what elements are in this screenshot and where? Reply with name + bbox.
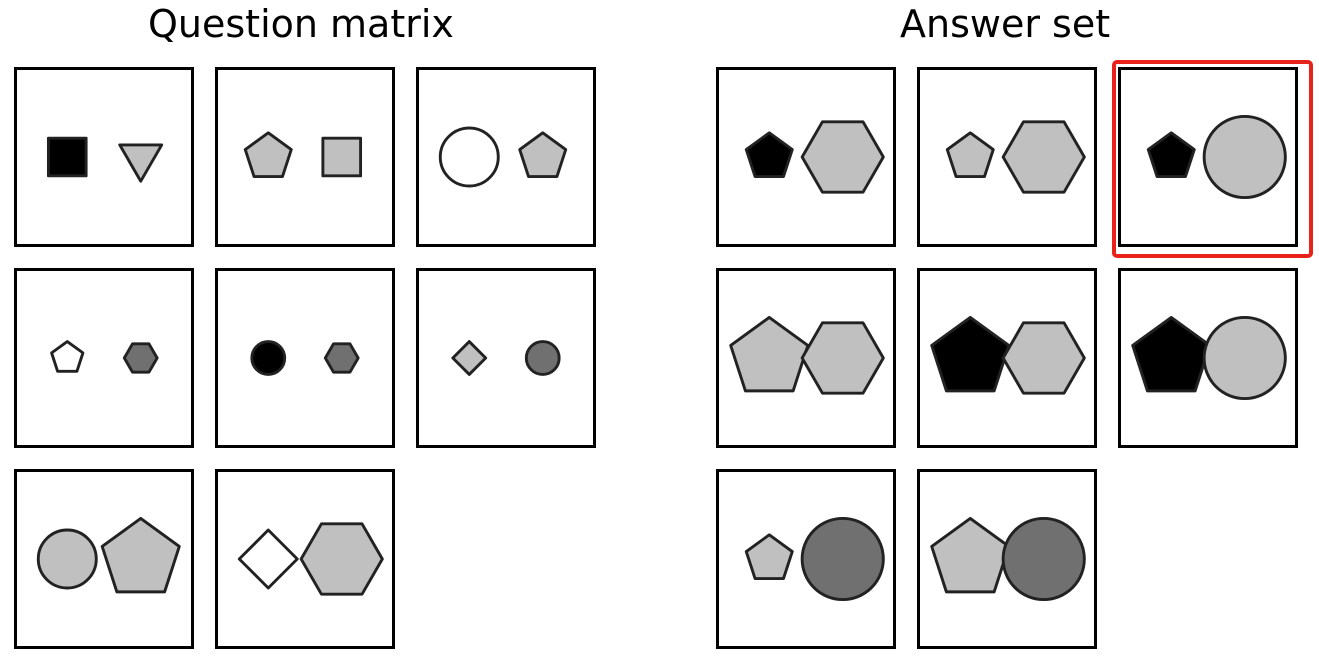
- hexagon-shape: [299, 522, 384, 596]
- question-cell-5: [215, 268, 395, 448]
- circle-shape: [250, 340, 287, 376]
- answer-option-6[interactable]: [1118, 268, 1298, 448]
- circle-shape: [1202, 315, 1287, 401]
- answer-set-title: Answer set: [900, 2, 1111, 46]
- circle-shape: [524, 340, 561, 376]
- hexagon-shape: [323, 342, 360, 374]
- pentagon-shape: [729, 315, 810, 393]
- pentagon-shape: [1146, 131, 1196, 178]
- question-cell-8: [215, 469, 395, 649]
- pentagon-shape: [930, 315, 1011, 393]
- pentagon-shape: [518, 131, 568, 178]
- selected-answer-highlight: [1112, 60, 1313, 258]
- hexagon-shape: [122, 342, 159, 374]
- pentagon-shape: [744, 533, 794, 580]
- hexagon-shape: [800, 120, 885, 194]
- answer-option-7[interactable]: [716, 469, 896, 649]
- pentagon-shape: [50, 340, 85, 373]
- question-matrix-title: Question matrix: [148, 2, 454, 46]
- triangle-shape: [118, 143, 164, 183]
- circle-shape: [438, 126, 500, 188]
- pentagon-shape: [930, 516, 1011, 594]
- hexagon-shape: [1001, 321, 1086, 395]
- question-cell-1: [14, 67, 194, 247]
- answer-option-1[interactable]: [716, 67, 896, 247]
- answer-option-3[interactable]: [1118, 67, 1298, 247]
- pentagon-shape: [243, 131, 293, 178]
- square-shape: [46, 136, 88, 178]
- answer-option-5[interactable]: [917, 268, 1097, 448]
- diamond-shape: [451, 340, 488, 376]
- hexagon-shape: [800, 321, 885, 395]
- question-cell-2: [215, 67, 395, 247]
- question-cell-7: [14, 469, 194, 649]
- answer-option-2[interactable]: [917, 67, 1097, 247]
- pentagon-shape: [100, 516, 181, 594]
- question-cell-6: [416, 268, 596, 448]
- circle-shape: [800, 516, 885, 602]
- question-cell-3: [416, 67, 596, 247]
- hexagon-shape: [1001, 120, 1086, 194]
- question-cell-4: [14, 268, 194, 448]
- pentagon-shape: [1131, 315, 1212, 393]
- answer-option-4[interactable]: [716, 268, 896, 448]
- circle-shape: [1202, 114, 1287, 200]
- pentagon-shape: [945, 131, 995, 178]
- circle-shape: [1001, 516, 1086, 602]
- answer-option-8[interactable]: [917, 469, 1097, 649]
- diamond-shape: [237, 528, 299, 590]
- square-shape: [321, 136, 363, 178]
- circle-shape: [36, 528, 98, 590]
- pentagon-shape: [744, 131, 794, 178]
